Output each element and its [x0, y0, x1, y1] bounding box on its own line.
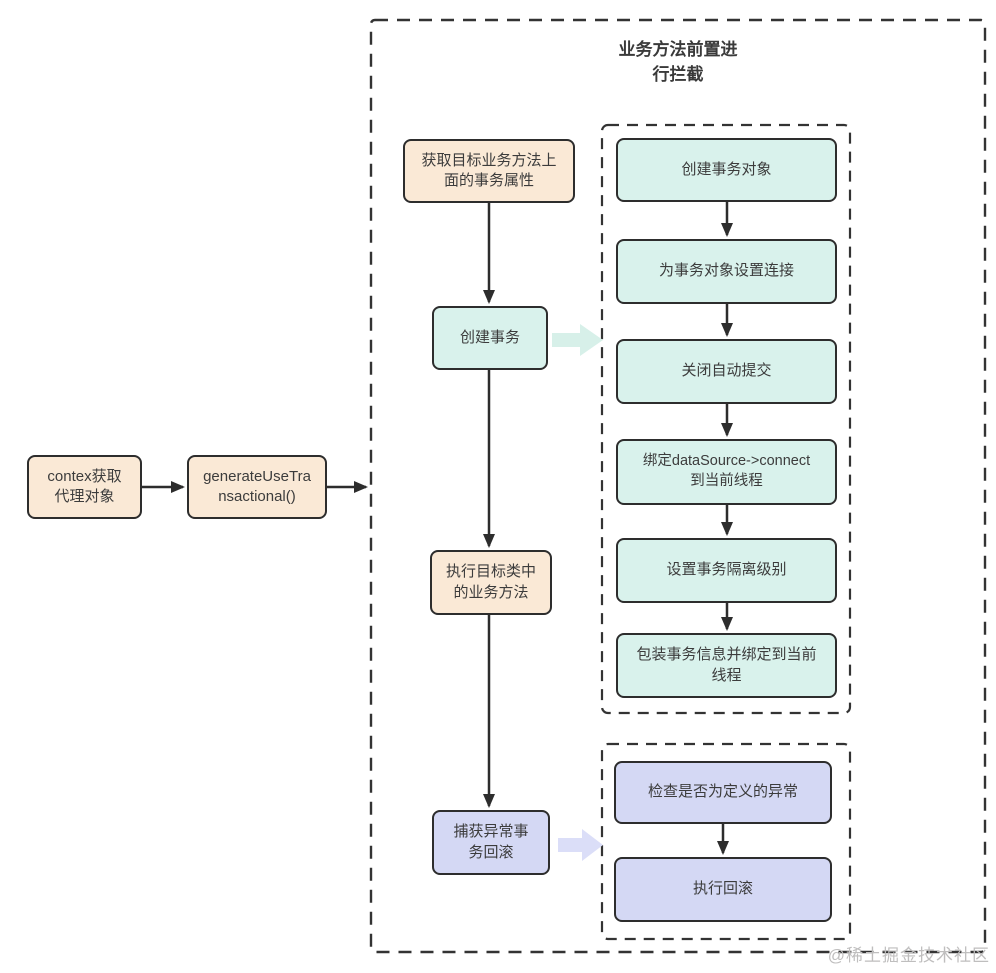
- node-tx-step-wrap-bind-thread: 包装事务信息并绑定到当前 线程: [616, 633, 837, 698]
- group-frame-transaction-steps: [600, 123, 852, 715]
- node-tx-step-disable-autocommit: 关闭自动提交: [616, 339, 837, 404]
- block-arrow-rollback-icon: [558, 829, 603, 861]
- node-tx-step-create-object: 创建事务对象: [616, 138, 837, 202]
- group-frame-rollback-steps: [600, 742, 852, 941]
- node-contex-proxy: contex获取 代理对象: [27, 455, 142, 519]
- node-create-transaction: 创建事务: [432, 306, 548, 370]
- node-catch-exception-rollback: 捕获异常事 务回滚: [432, 810, 550, 875]
- block-arrow-createtx-icon: [552, 324, 603, 356]
- group-title-intercept: 业务方法前置进 行拦截: [618, 40, 738, 84]
- node-tx-step-bind-datasource: 绑定dataSource->connect 到当前线程: [616, 439, 837, 505]
- node-tx-step-isolation-level: 设置事务隔离级别: [616, 538, 837, 603]
- node-execute-business-method: 执行目标类中 的业务方法: [430, 550, 552, 615]
- node-get-transaction-attrs: 获取目标业务方法上 面的事务属性: [403, 139, 575, 203]
- node-tx-step-set-connection: 为事务对象设置连接: [616, 239, 837, 304]
- node-rb-step-check-exception: 检查是否为定义的异常: [614, 761, 832, 824]
- node-generate-use-transactional: generateUseTra nsactional(): [187, 455, 327, 519]
- watermark-text: @稀土掘金技术社区: [827, 946, 990, 965]
- node-rb-step-execute-rollback: 执行回滚: [614, 857, 832, 922]
